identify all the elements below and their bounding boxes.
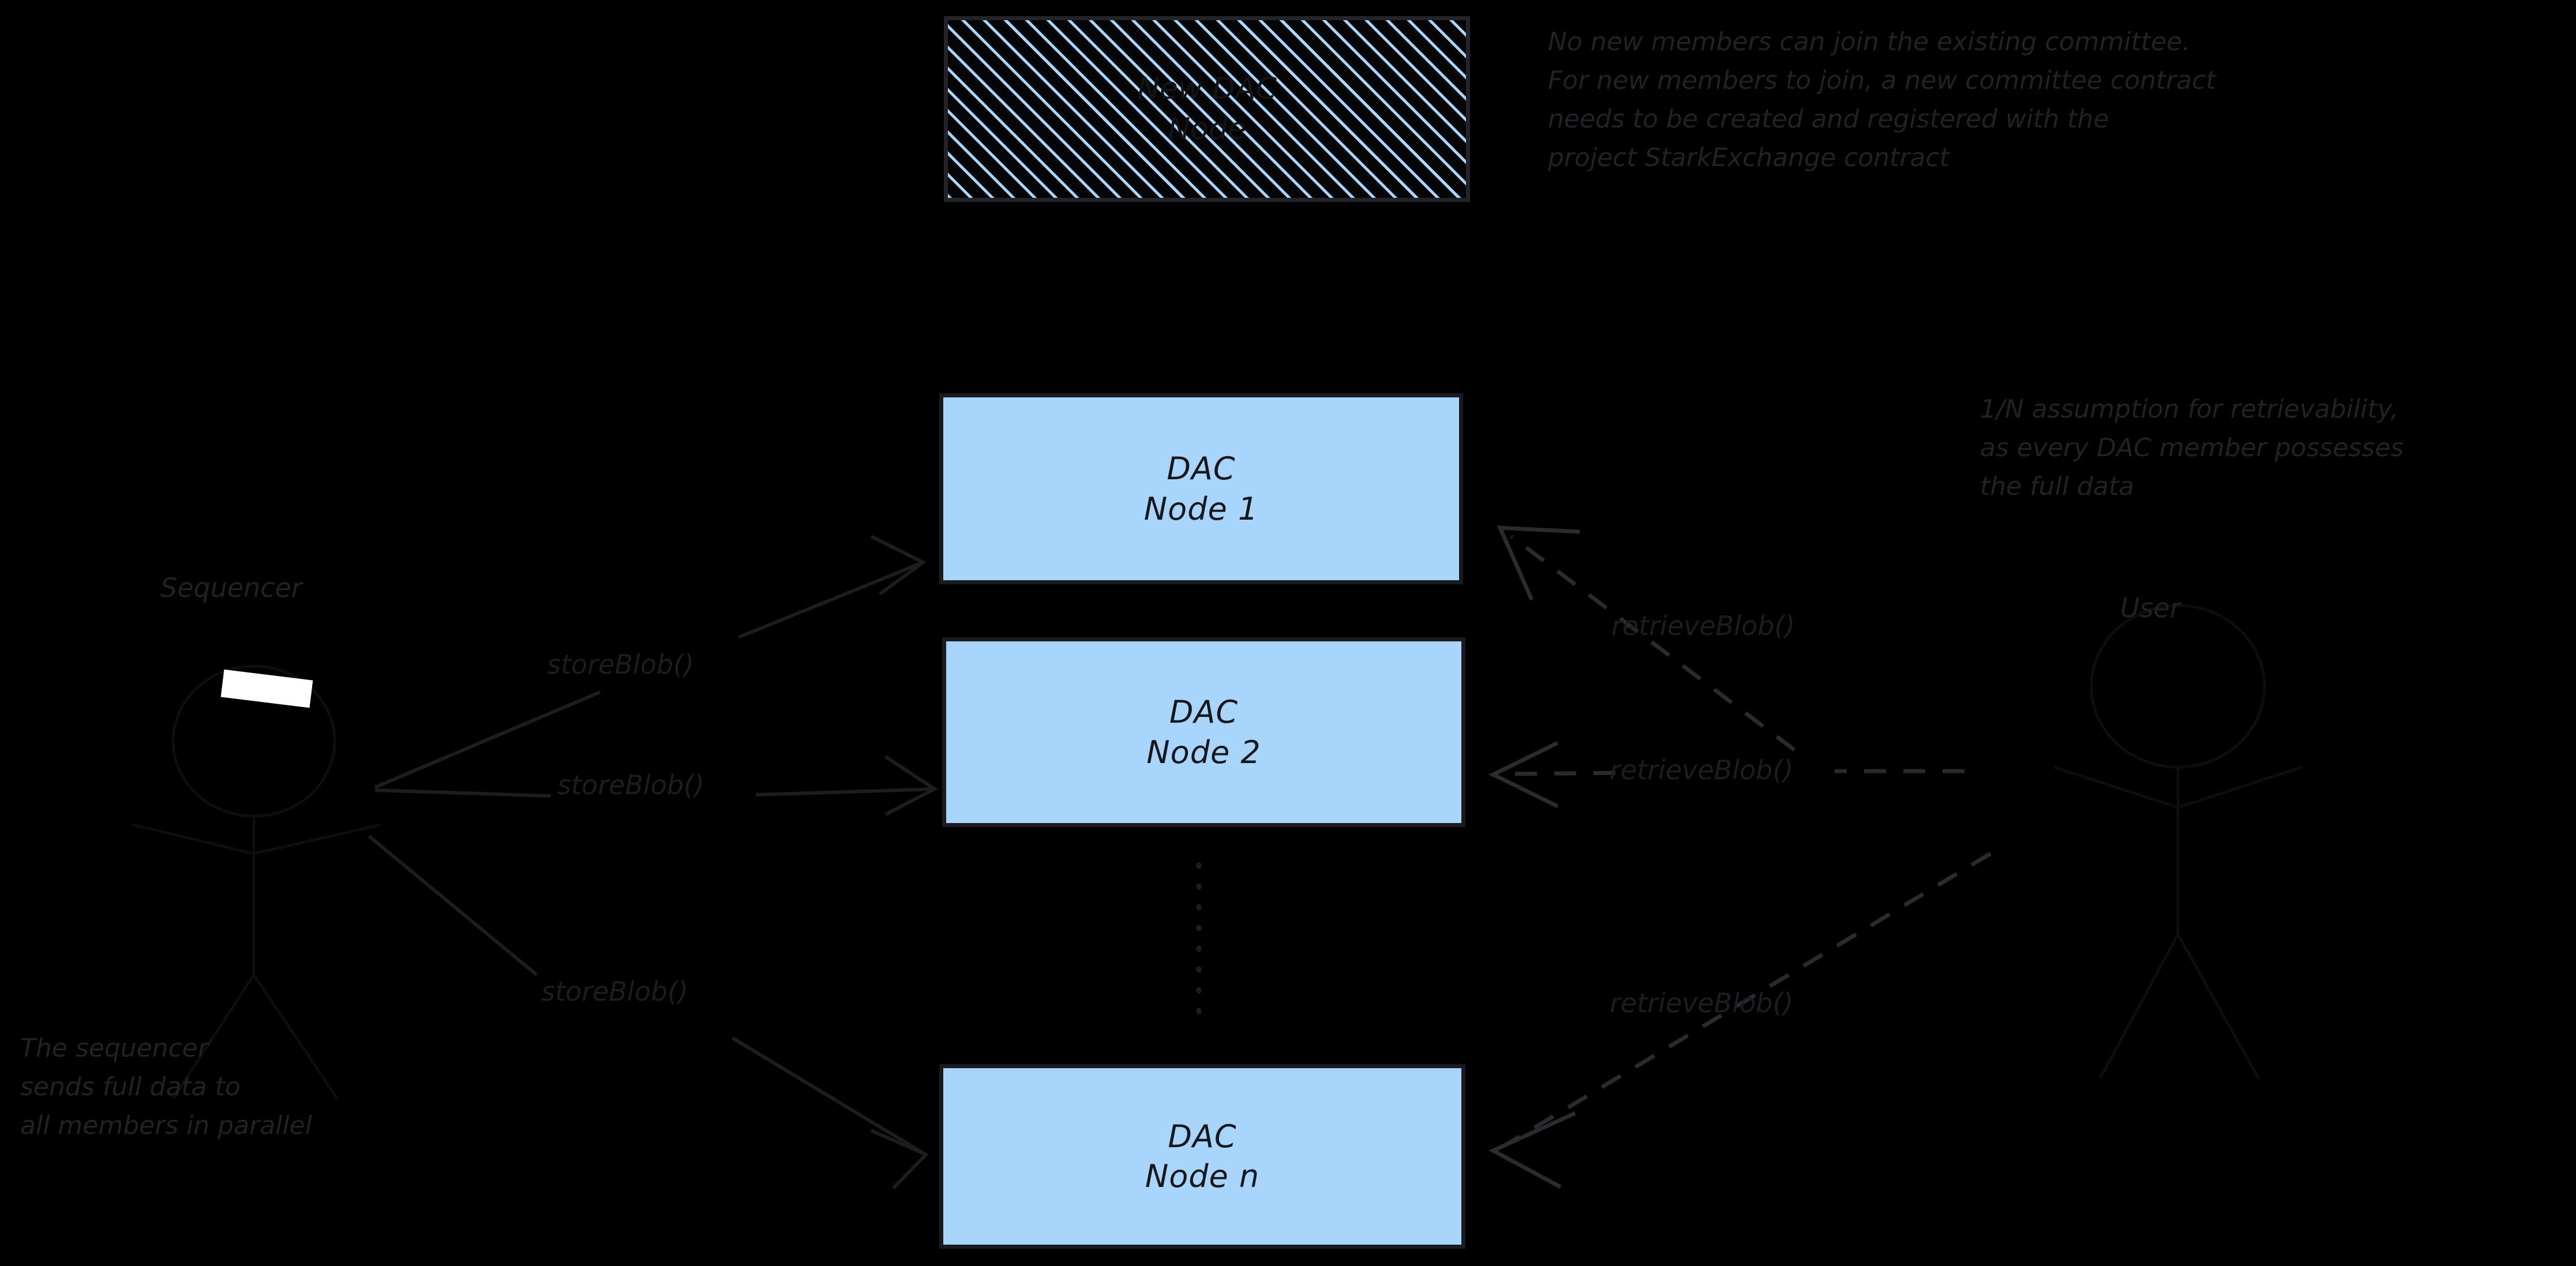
edge-retrieve-node-n bbox=[1488, 852, 1992, 1189]
new-dac-node-box[interactable]: New DAC Node bbox=[944, 16, 1470, 202]
edge-label-retrieve-node-n: retrieveBlob() bbox=[1610, 987, 1794, 1019]
new-node-line-2: Node bbox=[1168, 112, 1246, 146]
user-label: User bbox=[2120, 592, 2181, 623]
edge-label-retrieve-node-2: retrieveBlob() bbox=[1610, 754, 1794, 786]
annotation-committee: No new members can join the existing com… bbox=[1548, 27, 2216, 172]
user-figure bbox=[2053, 604, 2303, 1080]
sequencer-label: Sequencer bbox=[160, 572, 302, 603]
new-node-line-1: New DAC bbox=[1137, 71, 1277, 106]
edge-label-store-node-n: storeBlob() bbox=[541, 976, 688, 1007]
dac-node-n-box[interactable]: DAC Node n bbox=[939, 1064, 1465, 1249]
dac-node-1-box[interactable]: DAC Node 1 bbox=[939, 393, 1463, 584]
edge-label-retrieve-node-1: retrieveBlob() bbox=[1611, 610, 1795, 641]
dac-node-2-line-2: Node 2 bbox=[1146, 734, 1261, 771]
edge-store-node-n bbox=[368, 835, 929, 1190]
dac-node-n-line-2: Node n bbox=[1145, 1158, 1260, 1194]
edge-label-store-node-2: storeBlob() bbox=[557, 769, 704, 801]
dac-node-1-line-1: DAC bbox=[1167, 450, 1236, 487]
annotation-retrievability: 1/N assumption for retrievability, as ev… bbox=[1980, 395, 2404, 501]
dac-node-2-box[interactable]: DAC Node 2 bbox=[942, 637, 1465, 827]
dac-node-n-line-1: DAC bbox=[1168, 1118, 1237, 1155]
annotation-sequencer-note: The sequencer sends full data to all mem… bbox=[20, 1034, 312, 1140]
dac-node-1-line-2: Node 1 bbox=[1143, 490, 1259, 527]
dac-node-2-line-1: DAC bbox=[1169, 694, 1239, 731]
highlight-marker bbox=[220, 669, 313, 708]
edge-label-store-node-1: storeBlob() bbox=[547, 649, 694, 680]
